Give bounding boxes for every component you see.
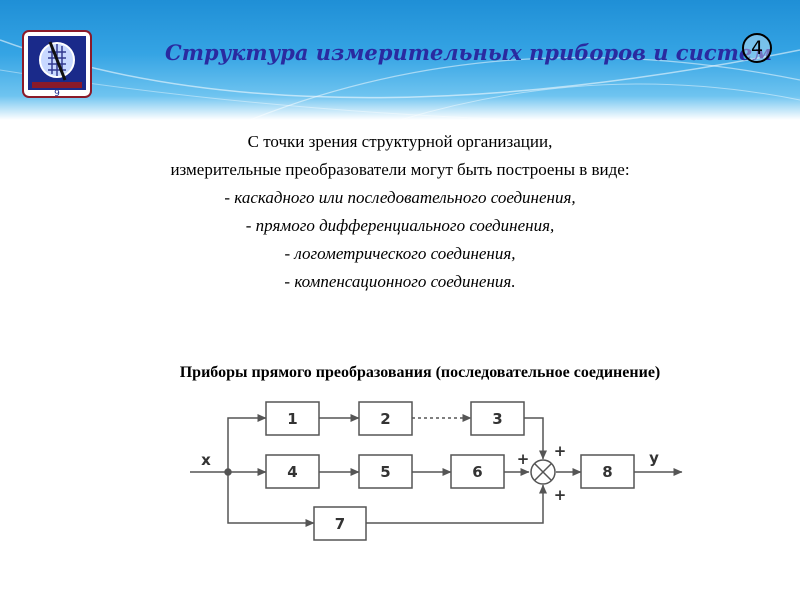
page-title: Структура измерительных приборов и систе… bbox=[165, 40, 773, 65]
list-item: - прямого дифференциального соединения, bbox=[245, 216, 555, 235]
block-label: 1 bbox=[287, 410, 297, 428]
sum-sign-bottom: + bbox=[554, 486, 567, 504]
intro-line: С точки зрения структурной организации, bbox=[247, 132, 553, 151]
list-item: - логометрического соединения, bbox=[284, 244, 516, 263]
university-emblem-icon: 9 bbox=[22, 30, 92, 98]
block-label: 5 bbox=[380, 463, 390, 481]
block-6 bbox=[450, 454, 505, 489]
sum-sign-left: + bbox=[517, 450, 530, 468]
block-1 bbox=[265, 401, 320, 436]
block-7 bbox=[313, 506, 367, 541]
block-3 bbox=[470, 401, 525, 436]
list-item: - компенсационного соединения. bbox=[284, 272, 516, 291]
block-label: 3 bbox=[492, 410, 502, 428]
block-label: 6 bbox=[472, 463, 482, 481]
block-label: 4 bbox=[287, 463, 297, 481]
sum-sign-top: + bbox=[554, 442, 567, 460]
output-label: y bbox=[649, 449, 659, 467]
block-2 bbox=[358, 401, 413, 436]
block-label: 7 bbox=[335, 515, 345, 533]
branch-top-line bbox=[227, 414, 267, 472]
intro-text: С точки зрения структурной организации, … bbox=[0, 128, 800, 296]
block-8 bbox=[580, 454, 635, 489]
diagram-caption: Приборы прямого преобразования (последов… bbox=[179, 364, 661, 381]
branch-bottom-line bbox=[227, 472, 315, 527]
slide-number-badge: 4 bbox=[742, 33, 772, 63]
block-5 bbox=[358, 454, 413, 489]
block-4 bbox=[265, 454, 320, 489]
summing-junction-cross bbox=[533, 462, 553, 482]
list-item: - каскадного или последовательного соеди… bbox=[224, 188, 576, 207]
svg-text:9: 9 bbox=[54, 89, 60, 98]
intro-line: измерительные преобразователи могут быть… bbox=[170, 160, 630, 179]
input-label: x bbox=[201, 451, 211, 469]
block-label: 2 bbox=[380, 410, 390, 428]
connector-7-sum bbox=[366, 484, 547, 524]
block-label: 8 bbox=[602, 463, 612, 481]
header-banner bbox=[0, 0, 800, 120]
connector-3-sum bbox=[524, 417, 547, 460]
